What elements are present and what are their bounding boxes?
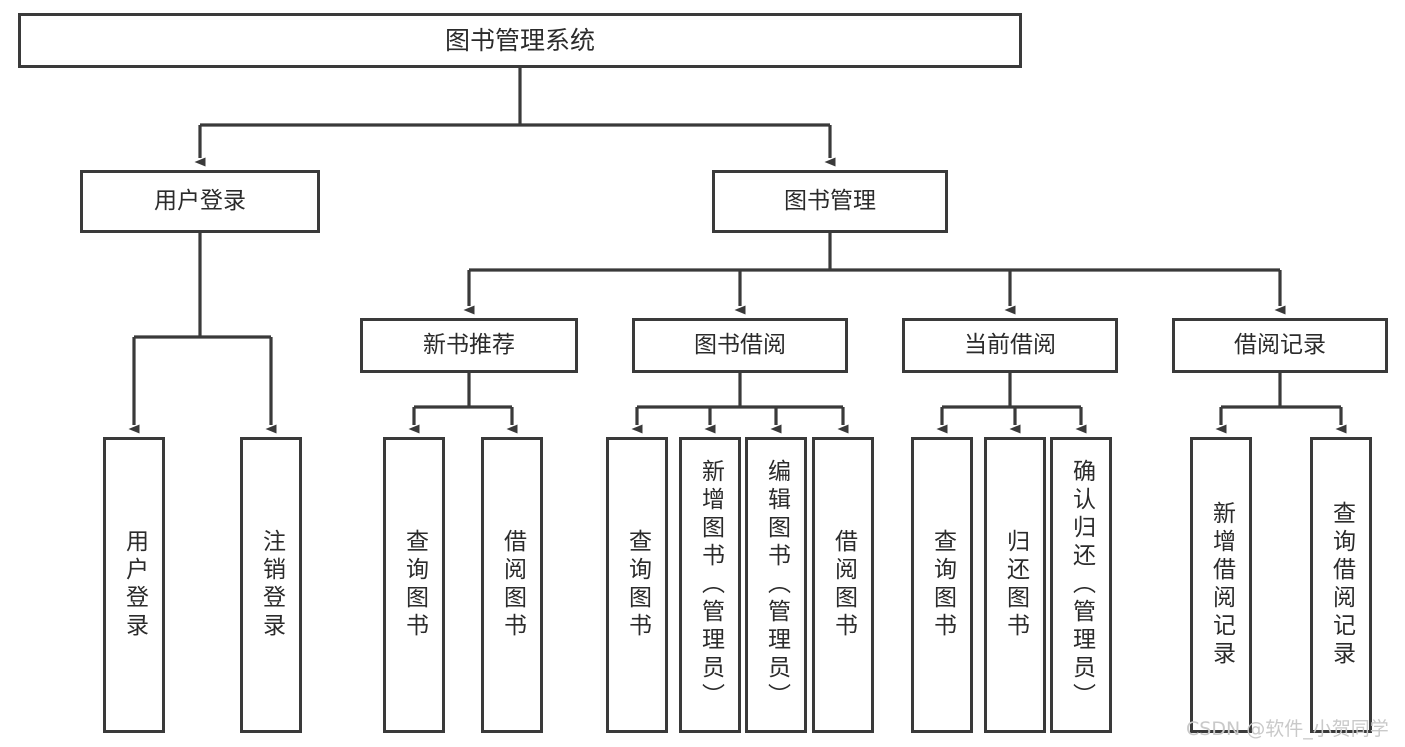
node-leaf-query-book-newbook[interactable]: 查询图书	[383, 437, 445, 733]
node-leaf-query-book-current[interactable]: 查询图书	[911, 437, 973, 733]
node-level3-borrow-record-label: 借阅记录	[1234, 332, 1326, 358]
node-leaf-return-book[interactable]: 归还图书	[984, 437, 1046, 733]
node-leaf-query-book-borrow[interactable]: 查询图书	[606, 437, 668, 733]
node-leaf-query-borrow-record[interactable]: 查询借阅记录	[1310, 437, 1372, 733]
node-leaf-edit-book-admin[interactable]: 编辑图书（管理员）	[745, 437, 807, 733]
node-level3-book-borrow-label: 图书借阅	[694, 332, 786, 358]
node-level2-book-management-label: 图书管理	[784, 188, 876, 214]
watermark-label: CSDN @软件_小贺同学	[1186, 718, 1389, 740]
node-level2-book-management[interactable]: 图书管理	[712, 170, 948, 233]
node-root[interactable]: 图书管理系统	[18, 13, 1022, 68]
node-leaf-borrow-book-newbook-label: 借阅图书	[499, 529, 526, 641]
node-level3-current-borrow-label: 当前借阅	[964, 332, 1056, 358]
node-level3-book-borrow[interactable]: 图书借阅	[632, 318, 848, 373]
node-level3-new-book-recommend[interactable]: 新书推荐	[360, 318, 578, 373]
node-leaf-borrow-book-label: 借阅图书	[830, 529, 857, 641]
node-leaf-query-borrow-record-label: 查询借阅记录	[1328, 501, 1355, 669]
node-level2-user-login[interactable]: 用户登录	[80, 170, 320, 233]
node-level2-user-login-label: 用户登录	[154, 188, 246, 214]
node-leaf-query-book-current-label: 查询图书	[929, 529, 956, 641]
node-leaf-user-login-label: 用户登录	[121, 529, 148, 641]
node-root-label: 图书管理系统	[444, 26, 595, 55]
node-leaf-borrow-book-newbook[interactable]: 借阅图书	[481, 437, 543, 733]
node-level3-new-book-recommend-label: 新书推荐	[423, 332, 515, 358]
node-leaf-confirm-return-admin[interactable]: 确认归还（管理员）	[1050, 437, 1112, 733]
node-leaf-edit-book-admin-label: 编辑图书（管理员）	[763, 459, 790, 711]
node-leaf-return-book-label: 归还图书	[1002, 529, 1029, 641]
node-leaf-add-borrow-record[interactable]: 新增借阅记录	[1190, 437, 1252, 733]
node-leaf-query-book-newbook-label: 查询图书	[401, 529, 428, 641]
node-leaf-logout-label: 注销登录	[258, 529, 285, 641]
node-level3-borrow-record[interactable]: 借阅记录	[1172, 318, 1388, 373]
node-leaf-add-borrow-record-label: 新增借阅记录	[1208, 501, 1235, 669]
node-leaf-user-login[interactable]: 用户登录	[103, 437, 165, 733]
node-leaf-logout[interactable]: 注销登录	[240, 437, 302, 733]
node-leaf-add-book-admin[interactable]: 新增图书（管理员）	[679, 437, 741, 733]
node-leaf-confirm-return-admin-label: 确认归还（管理员）	[1068, 459, 1095, 711]
node-leaf-add-book-admin-label: 新增图书（管理员）	[697, 459, 724, 711]
node-level3-current-borrow[interactable]: 当前借阅	[902, 318, 1118, 373]
node-leaf-borrow-book[interactable]: 借阅图书	[812, 437, 874, 733]
node-leaf-query-book-borrow-label: 查询图书	[624, 529, 651, 641]
